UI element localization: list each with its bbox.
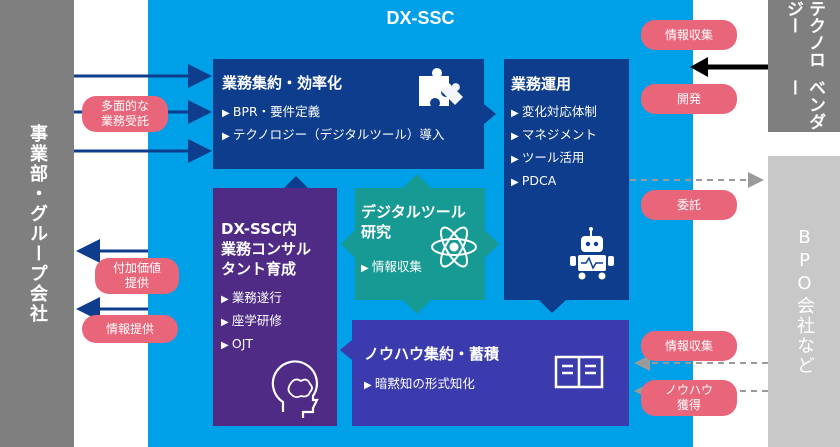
pill-multi-intake-line2: 業務受託: [100, 114, 149, 128]
brain-head-icon: [271, 360, 319, 418]
consolidation-title: 業務集約・効率化: [222, 74, 343, 92]
pill-develop: 開発: [641, 84, 737, 114]
left-panel: 事業部・グループ会社: [0, 0, 74, 447]
box-knowhow: ノウハウ集約・蓄積 暗黙知の形式知化: [352, 320, 629, 426]
consultant-title-line2: 業務コンサル: [221, 240, 312, 258]
pill-multi-intake: 多面的な 業務受託: [82, 96, 168, 132]
pill-knowhow-acquire: ノウハウ 獲得: [641, 380, 737, 416]
flow-triangles: [284, 104, 566, 360]
vendor-arrow: [690, 57, 768, 77]
consultant-item-2: 座学研修: [221, 310, 337, 333]
consultant-item-1: 業務遂行: [221, 287, 337, 310]
pill-multi-intake-line1: 多面的な: [100, 99, 149, 113]
bpo-panel: BPO会社など: [768, 156, 840, 447]
pill-knowhow-acquire-line1: ノウハウ: [664, 383, 713, 397]
dx-ssc-title: DX-SSC: [386, 8, 455, 28]
robot-icon: [570, 227, 614, 280]
vendor-panel: テクノロジー ベンダー: [768, 0, 840, 132]
bpo-label: BPO会社など: [794, 227, 815, 376]
knowhow-title: ノウハウ集約・蓄積: [364, 345, 500, 363]
pill-info-collect-bottom-label: 情報収集: [664, 338, 713, 353]
consolidation-item-2: テクノロジー（デジタルツール）導入: [222, 124, 484, 147]
vendor-label-line1: テクノロジー: [783, 0, 825, 68]
pill-added-value-line2: 提供: [124, 276, 149, 290]
operation-item-1: 変化対応体制: [511, 101, 629, 124]
pill-added-value-line1: 付加価値: [112, 261, 161, 275]
pill-knowhow-acquire-line2: 獲得: [676, 398, 701, 412]
operation-item-3: ツール活用: [511, 147, 629, 170]
research-title-line1: デジタルツール: [361, 203, 466, 221]
consultant-title-line1: DX-SSC内: [221, 220, 297, 238]
pill-outsource: 委託: [641, 190, 737, 220]
vendor-label-line2: ベンダー: [783, 79, 825, 131]
pill-info-collect-top: 情報収集: [641, 20, 737, 50]
operation-item-2: マネジメント: [511, 124, 629, 147]
box-consolidation: 業務集約・効率化 BPR・要件定義 テクノロジー（デジタルツール）導入: [213, 59, 484, 169]
research-item-1: 情報収集: [361, 256, 485, 279]
box-research: デジタルツール 研究 情報収集: [355, 188, 485, 300]
pill-info-provide: 情報提供: [82, 315, 178, 343]
consolidation-item-1: BPR・要件定義: [222, 101, 484, 124]
book-icon: [554, 355, 604, 389]
consultant-title-line3: タント育成: [221, 260, 297, 278]
consultant-item-3: OJT: [221, 333, 337, 356]
atom-icon: [431, 226, 477, 268]
pill-outsource-label: 委託: [676, 197, 701, 212]
pill-info-provide-label: 情報提供: [105, 321, 154, 336]
operation-title: 業務運用: [511, 75, 572, 93]
research-title-line2: 研究: [361, 223, 392, 241]
pill-develop-label: 開発: [676, 91, 701, 106]
knowhow-item-1: 暗黙知の形式知化: [364, 373, 629, 396]
puzzle-icon: [419, 68, 463, 106]
operation-item-4: PDCA: [511, 170, 629, 193]
pill-info-collect-bottom: 情報収集: [641, 331, 737, 361]
provide-arrows: [76, 239, 148, 321]
pill-added-value: 付加価値 提供: [95, 258, 179, 294]
pill-info-collect-top-label: 情報収集: [664, 27, 713, 42]
left-panel-label: 事業部・グループ会社: [27, 123, 48, 324]
